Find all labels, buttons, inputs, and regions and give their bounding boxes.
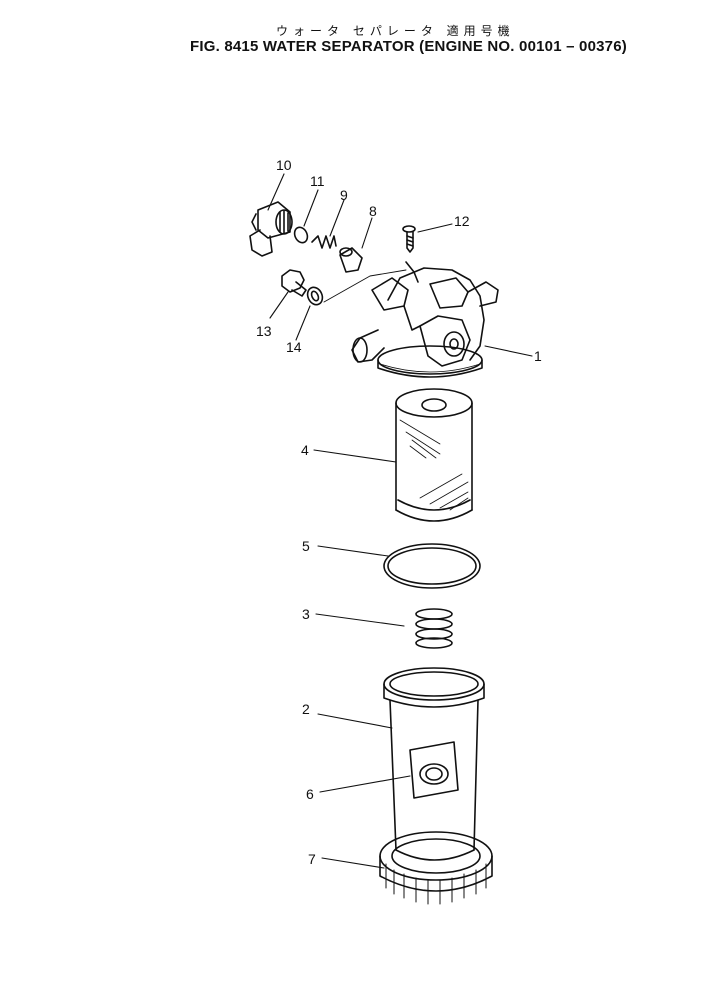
callout-4: 4: [301, 442, 309, 458]
japanese-caption: ウォータ セパレータ 適用号機: [276, 24, 515, 38]
part-bowl: [383, 667, 485, 861]
part-filter-element: [395, 388, 473, 522]
part-o-ring-large: [383, 543, 481, 589]
callout-6: 6: [306, 786, 314, 802]
part-washer: [306, 286, 324, 306]
part-small-spring: [311, 235, 337, 249]
leader-lines: [267, 173, 533, 869]
part-plug: [281, 269, 307, 297]
callout-2: 2: [302, 701, 310, 717]
callout-12: 12: [454, 213, 470, 229]
callout-5: 5: [302, 538, 310, 554]
part-o-ring-small: [293, 226, 309, 244]
part-ring-nut: [379, 831, 493, 905]
callout-1: 1: [534, 348, 542, 364]
callout-11: 11: [310, 173, 325, 189]
part-drain-cock: [249, 201, 293, 257]
callout-3: 3: [302, 606, 310, 622]
part-head-body: [351, 261, 499, 378]
callout-10: 10: [276, 157, 292, 173]
callout-8: 8: [369, 203, 377, 219]
part-screw: [402, 225, 416, 253]
callout-7: 7: [308, 851, 316, 867]
part-spring: [415, 608, 453, 649]
callout-9: 9: [340, 187, 348, 203]
part-valve: [339, 247, 363, 273]
callout-13: 13: [256, 323, 272, 339]
callout-14: 14: [286, 339, 302, 355]
figure-title: FIG. 8415 WATER SEPARATOR (ENGINE NO. 00…: [190, 38, 627, 55]
